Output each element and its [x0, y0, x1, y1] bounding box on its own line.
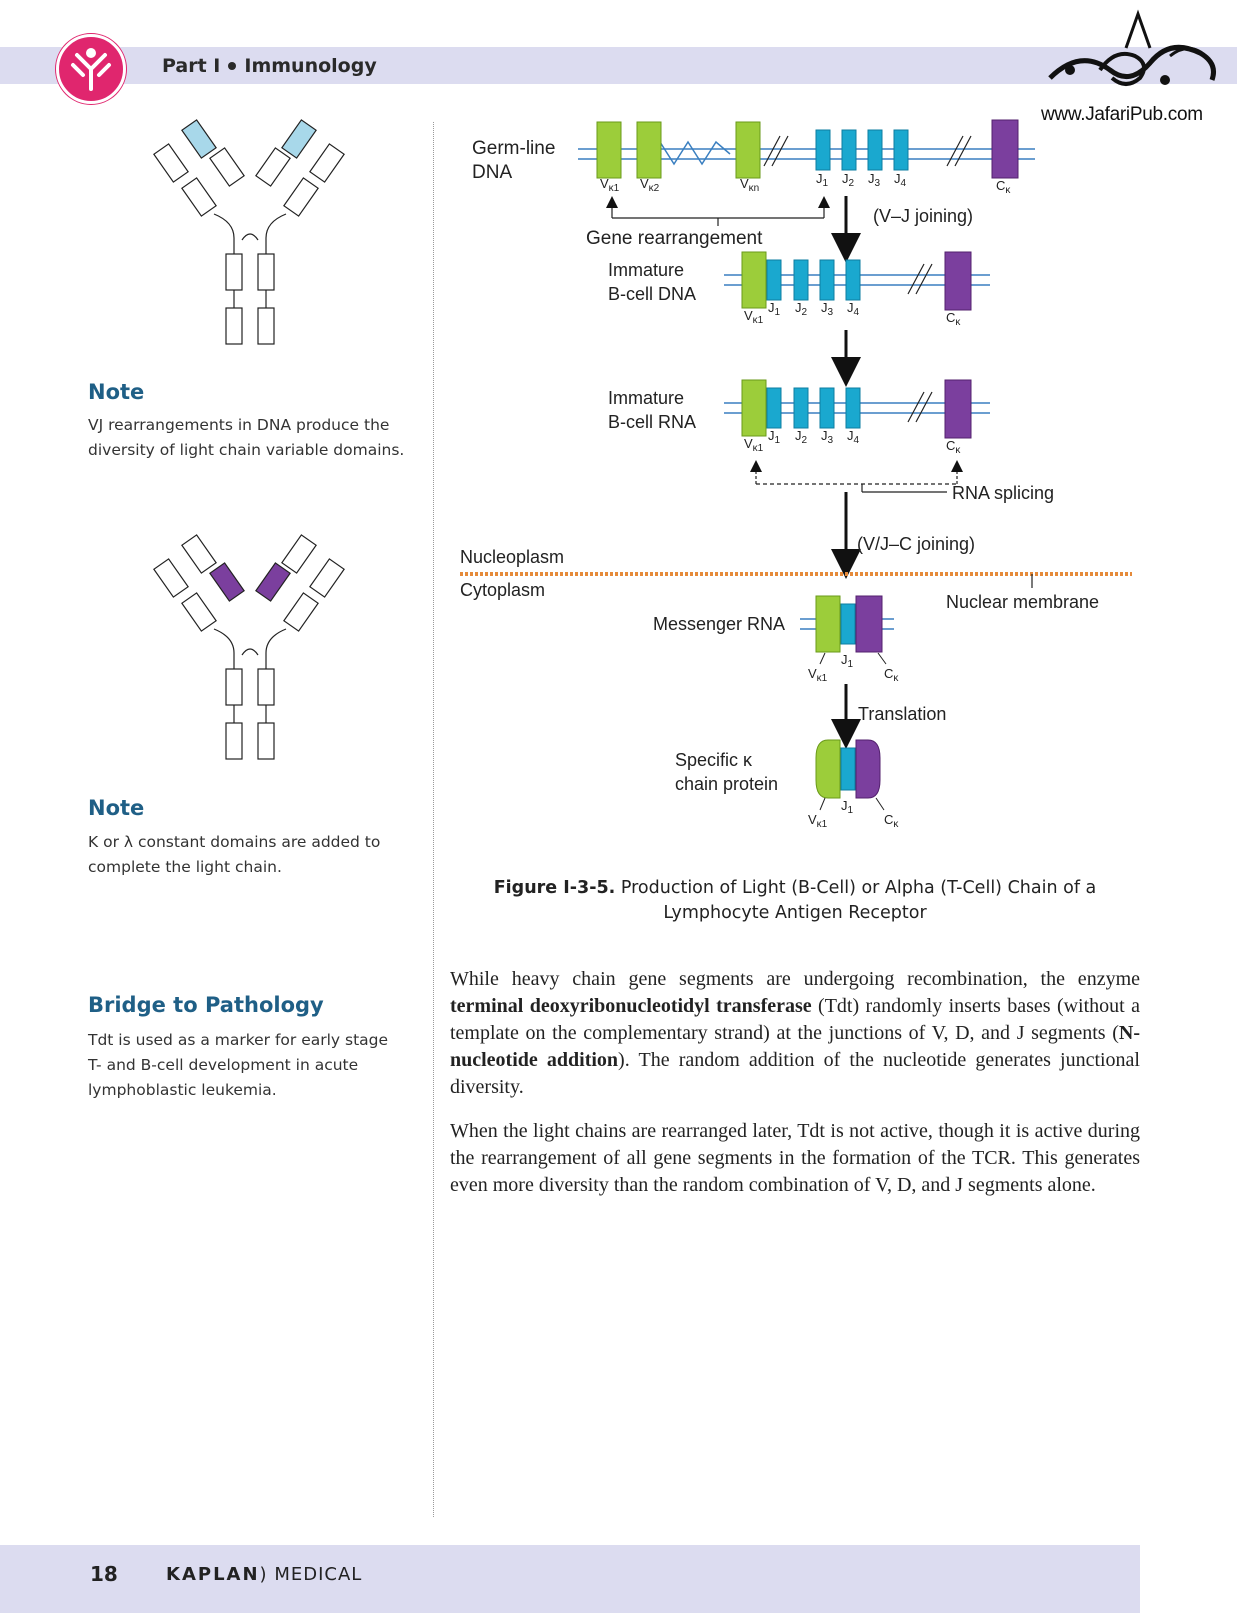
immature-dna-label-2: B-cell DNA — [608, 284, 696, 304]
p1-text: ). The random addition of the nucleotide… — [450, 1049, 1140, 1098]
bridge-line: T- and B-cell development in acute — [88, 1056, 359, 1074]
antibody-constant-figure — [153, 534, 345, 760]
bullet-icon — [228, 61, 237, 70]
svg-text:Vκ1: Vκ1 — [744, 308, 764, 326]
note1-line: VJ rearrangements in DNA produce the — [88, 416, 390, 434]
vj-joining-label: (V–J joining) — [873, 206, 973, 226]
light-chain-diagram: Germ-line DNA Vκ1 Vκ2 Vκn J1 J2 J3 J4 Cκ… — [460, 119, 1132, 830]
note2-line: K or λ constant domains are added to — [88, 833, 381, 851]
specific-chain-label-1: Specific κ — [675, 750, 753, 770]
column-divider — [433, 122, 434, 1517]
immunology-logo-icon — [56, 34, 126, 104]
messenger-rna — [800, 595, 894, 665]
page-number: 18 — [90, 1562, 118, 1586]
germline-segment-labels: Vκ1 Vκ2 Vκn J1 J2 J3 J4 Cκ — [600, 171, 1011, 196]
note2-title: Note — [88, 796, 145, 820]
antibody-vj-figure — [153, 119, 345, 345]
header-band — [0, 47, 1237, 84]
immature-rna-label-2: B-cell RNA — [608, 412, 696, 432]
svg-text:J3: J3 — [821, 428, 834, 446]
svg-text:J1: J1 — [816, 171, 829, 189]
svg-text:J2: J2 — [795, 300, 808, 318]
immature-rna — [724, 379, 990, 439]
immature-dna — [724, 251, 990, 311]
svg-text:Vκn: Vκn — [740, 176, 759, 194]
publisher-name: KAPLAN — [166, 1564, 260, 1585]
gene-rearrangement-bracket — [606, 196, 830, 226]
germline-label-2: DNA — [472, 162, 512, 183]
svg-text:Cκ: Cκ — [884, 666, 899, 684]
svg-text:Cκ: Cκ — [884, 812, 899, 830]
footer-band — [0, 1545, 1140, 1613]
germline-label-1: Germ-line — [472, 138, 555, 159]
gene-rearrangement-label: Gene rearrangement — [586, 228, 763, 249]
messenger-rna-label: Messenger RNA — [653, 614, 785, 634]
specific-chain-label-2: chain protein — [675, 774, 778, 794]
svg-text:J1: J1 — [841, 652, 854, 670]
cytoplasm-label: Cytoplasm — [460, 580, 545, 600]
translation-label: Translation — [858, 704, 946, 724]
germline-dna — [578, 119, 1035, 179]
svg-text:Vκ1: Vκ1 — [808, 666, 828, 684]
svg-text:Cκ: Cκ — [946, 310, 961, 328]
immature-dna-segment-labels: Vκ1 J1 J2 J3 J4 Cκ — [744, 300, 961, 328]
caption-line-1: Production of Light (B-Cell) or Alpha (T… — [620, 878, 1097, 898]
note1-line: diversity of light chain variable domain… — [88, 441, 405, 459]
svg-text:J3: J3 — [821, 300, 834, 318]
note2-line: complete the light chain. — [88, 858, 282, 876]
mrna-segment-labels: Vκ1 J1 Cκ — [808, 652, 899, 684]
immature-rna-label-1: Immature — [608, 388, 684, 408]
publisher-suffix: MEDICAL — [274, 1564, 363, 1585]
immature-dna-label-1: Immature — [608, 260, 684, 280]
nuclear-membrane-label: Nuclear membrane — [946, 592, 1099, 612]
note1-title: Note — [88, 380, 145, 404]
note2-body: K or λ constant domains are added to com… — [88, 830, 418, 880]
svg-text:Vκ2: Vκ2 — [640, 176, 660, 194]
bridge-title: Bridge to Pathology — [88, 993, 324, 1017]
svg-text:Vκ1: Vκ1 — [808, 812, 828, 830]
bridge-line: Tdt is used as a marker for early stage — [88, 1031, 389, 1049]
running-header: Part I Immunology — [162, 55, 377, 77]
part-label: Part I — [162, 55, 221, 77]
svg-text:Cκ: Cκ — [946, 438, 961, 456]
calligraphy-logo-icon — [1048, 9, 1216, 86]
p1-text: (Tdt) randomly inserts bases (without a … — [450, 995, 1141, 1044]
svg-text:J2: J2 — [842, 171, 855, 189]
svg-text:J3: J3 — [868, 171, 881, 189]
p1-text: While heavy chain gene segments are unde… — [450, 968, 1140, 990]
svg-text:J4: J4 — [894, 171, 907, 189]
nucleoplasm-label: Nucleoplasm — [460, 547, 564, 567]
watermark-url: www.JafariPub.com — [1041, 104, 1203, 125]
p1-term-tdt: terminal deoxyribonucleotidyl transferas… — [450, 995, 812, 1017]
bridge-body: Tdt is used as a marker for early stage … — [88, 1028, 418, 1103]
figure-caption: Figure I-3-5. Production of Light (B-Cel… — [470, 876, 1120, 926]
svg-text:Vκ1: Vκ1 — [744, 436, 764, 454]
p1-term-n-nucleotide: N-nucleotide addition — [450, 1022, 1140, 1071]
body-paragraph-1: While heavy chain gene segments are unde… — [450, 966, 1140, 1101]
svg-text:J4: J4 — [847, 300, 860, 318]
svg-text:J1: J1 — [841, 798, 854, 816]
svg-text:J1: J1 — [768, 428, 781, 446]
vjc-joining-label: (V/J–C joining) — [857, 534, 975, 554]
rna-splicing-bracket — [750, 460, 963, 493]
caption-line-2: Lymphocyte Antigen Receptor — [663, 903, 927, 923]
rna-splicing-label: RNA splicing — [952, 483, 1054, 503]
svg-text:J4: J4 — [847, 428, 860, 446]
svg-text:J1: J1 — [768, 300, 781, 318]
publisher-bracket-icon: ) — [259, 1564, 268, 1585]
svg-text:Cκ: Cκ — [996, 178, 1011, 196]
publisher-logo: KAPLAN) MEDICAL — [166, 1564, 362, 1585]
immature-rna-segment-labels: Vκ1 J1 J2 J3 J4 Cκ — [744, 428, 961, 456]
bridge-line: lymphoblastic leukemia. — [88, 1081, 277, 1099]
section-label: Immunology — [244, 55, 377, 77]
protein-segment-labels: Vκ1 J1 Cκ — [808, 798, 899, 830]
svg-text:J2: J2 — [795, 428, 808, 446]
figure-label: Figure I-3-5. — [493, 878, 616, 898]
kappa-chain-protein — [815, 739, 885, 811]
svg-text:Vκ1: Vκ1 — [600, 176, 620, 194]
note1-body: VJ rearrangements in DNA produce the div… — [88, 413, 418, 463]
body-paragraph-2: When the light chains are rearranged lat… — [450, 1120, 1140, 1196]
